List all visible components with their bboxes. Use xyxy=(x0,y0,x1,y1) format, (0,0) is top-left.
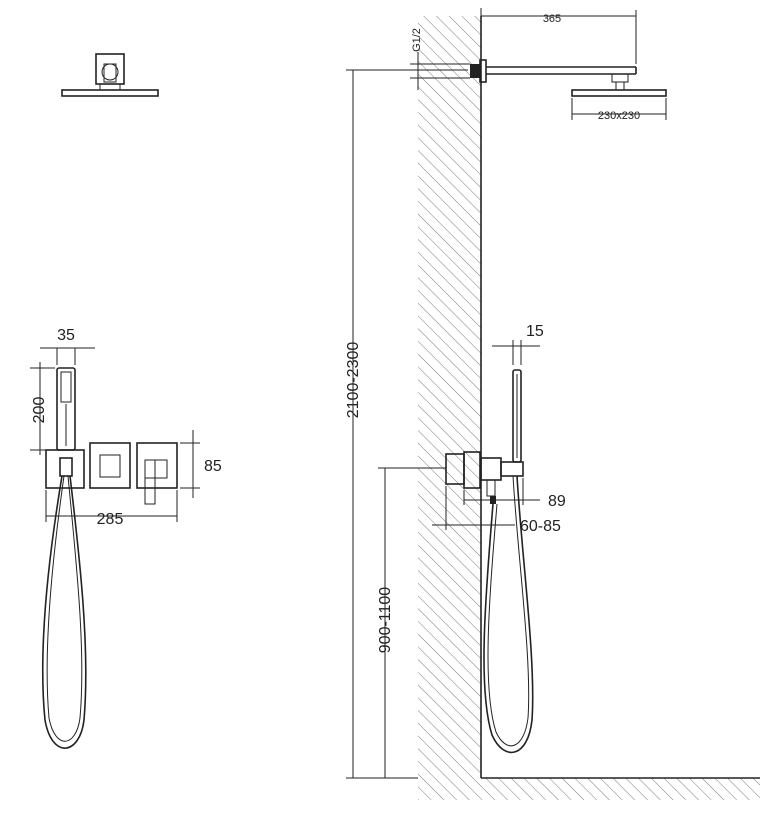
rain-head-front-view xyxy=(61,53,159,97)
dim-outlet-projection-label: 89 xyxy=(548,493,566,510)
dim-panel-width: 285 xyxy=(45,490,178,528)
valve-side-view xyxy=(445,369,534,754)
dim-valve-height: 900-1100 xyxy=(377,467,446,778)
dim-thread: G1/2 xyxy=(410,28,470,90)
dim-panel-height-label: 85 xyxy=(204,458,222,475)
dim-arm-length-label: 365 xyxy=(543,13,561,25)
dim-hand-length: 200 xyxy=(30,362,55,455)
dim-total-height-label: 2100-2300 xyxy=(345,342,362,419)
dim-hand-length-label: 200 xyxy=(31,397,48,424)
dim-hand-width-label: 35 xyxy=(57,327,75,344)
dim-panel-height: 85 xyxy=(180,430,222,498)
dim-wall-depth: 60-85 xyxy=(432,486,561,535)
hand-shower-front-view xyxy=(41,367,87,749)
dim-outlet-projection: 89 xyxy=(463,478,566,510)
wall-section xyxy=(418,16,760,800)
dim-head-size: 230x230 xyxy=(571,98,667,122)
dim-head-size-label: 230x230 xyxy=(598,110,640,122)
shower-arm-side-view xyxy=(470,59,667,97)
dim-total-height: 2100-2300 xyxy=(345,69,468,779)
dim-arm-length: 365 xyxy=(480,8,637,64)
dim-valve-height-label: 900-1100 xyxy=(377,587,394,654)
control-panels xyxy=(45,442,178,505)
dim-wall-depth-label: 60-85 xyxy=(520,518,561,535)
dim-thread-label: G1/2 xyxy=(411,28,423,52)
dim-holder-depth-label: 15 xyxy=(526,323,544,340)
dim-panel-width-label: 285 xyxy=(97,511,124,528)
dim-hand-width: 35 xyxy=(40,327,95,365)
dim-holder-depth: 15 xyxy=(492,323,544,365)
